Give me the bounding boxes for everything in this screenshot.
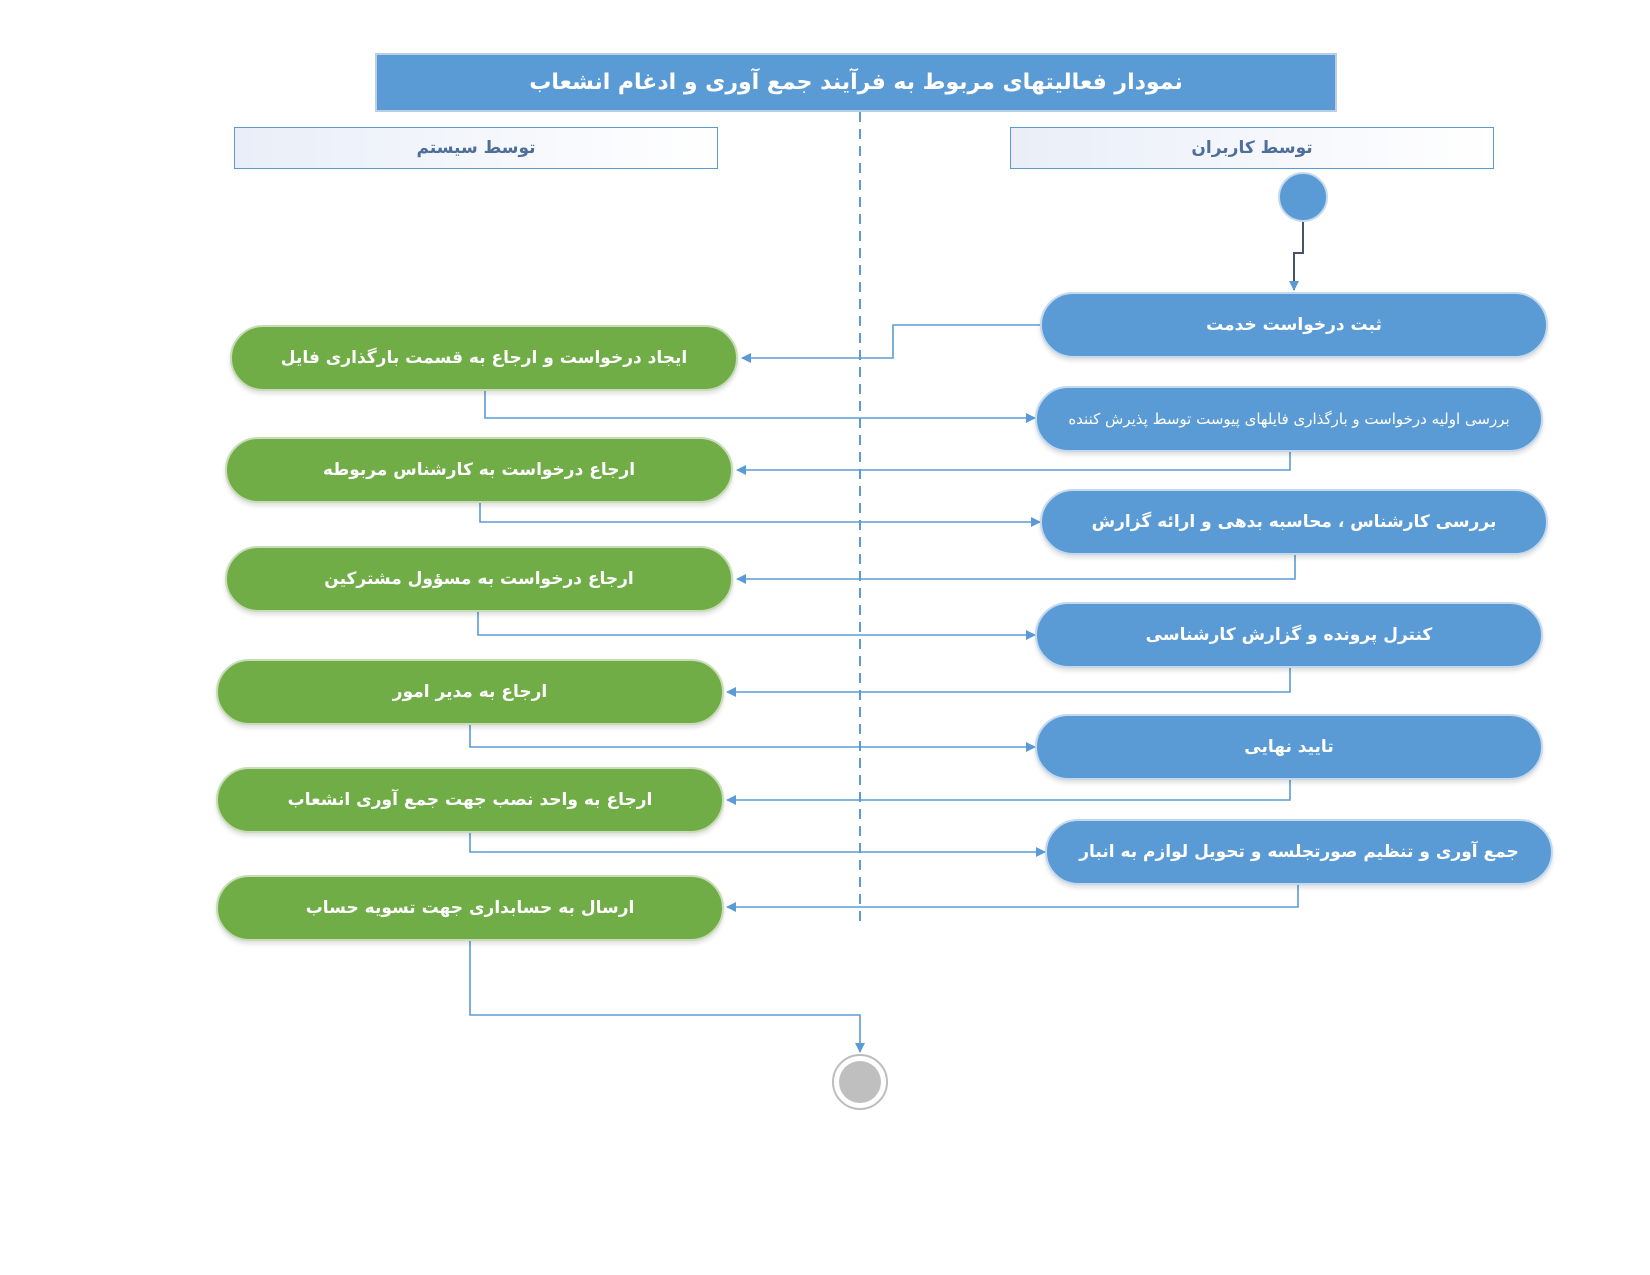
system-step-1: ایجاد درخواست و ارجاع به قسمت بارگذاری ف…: [230, 325, 738, 391]
system-step-4: ارجاع به مدیر امور: [216, 659, 724, 725]
connector-4: [479, 502, 1041, 527]
diagram-title: نمودار فعالیتهای مربوط به فرآیند جمع آور…: [375, 53, 1337, 112]
connector-end: [469, 940, 865, 1053]
system-step-6: ارسال به حسابداری جهت تسویه حساب: [216, 875, 724, 941]
connector-6: [477, 611, 1036, 640]
connector-3: [736, 450, 1291, 475]
user-step-5: تایید نهایی: [1035, 714, 1543, 780]
user-step-3: بررسی کارشناس ، محاسبه بدهی و ارائه گزار…: [1040, 489, 1548, 555]
connector-10: [469, 832, 1046, 857]
start-node: [1278, 172, 1328, 222]
connector-11: [726, 884, 1299, 912]
connector-5: [736, 554, 1296, 584]
end-node: [832, 1054, 888, 1110]
user-step-6: جمع آوری و تنظیم صورتجلسه و تحویل لوازم …: [1045, 819, 1553, 885]
system-step-5: ارجاع به واحد نصب جهت جمع آوری انشعاب: [216, 767, 724, 833]
connector-start: [1289, 222, 1304, 291]
connector-2: [484, 390, 1036, 423]
lane-header-system: توسط سیستم: [234, 127, 718, 169]
connector-8: [469, 724, 1036, 752]
user-step-1: ثبت درخواست خدمت: [1040, 292, 1548, 358]
end-node-core: [839, 1061, 881, 1103]
user-step-4: کنترل پرونده و گزارش کارشناسی: [1035, 602, 1543, 668]
lane-header-users: توسط کاربران: [1010, 127, 1494, 169]
connector-7: [726, 667, 1291, 697]
system-step-2: ارجاع درخواست به کارشناس مربوطه: [225, 437, 733, 503]
connector-1: [741, 324, 1040, 363]
connector-9: [726, 779, 1291, 805]
user-step-2: بررسی اولیه درخواست و بارگذاری فایلهای پ…: [1035, 386, 1543, 452]
system-step-3: ارجاع درخواست به مسؤول مشترکین: [225, 546, 733, 612]
